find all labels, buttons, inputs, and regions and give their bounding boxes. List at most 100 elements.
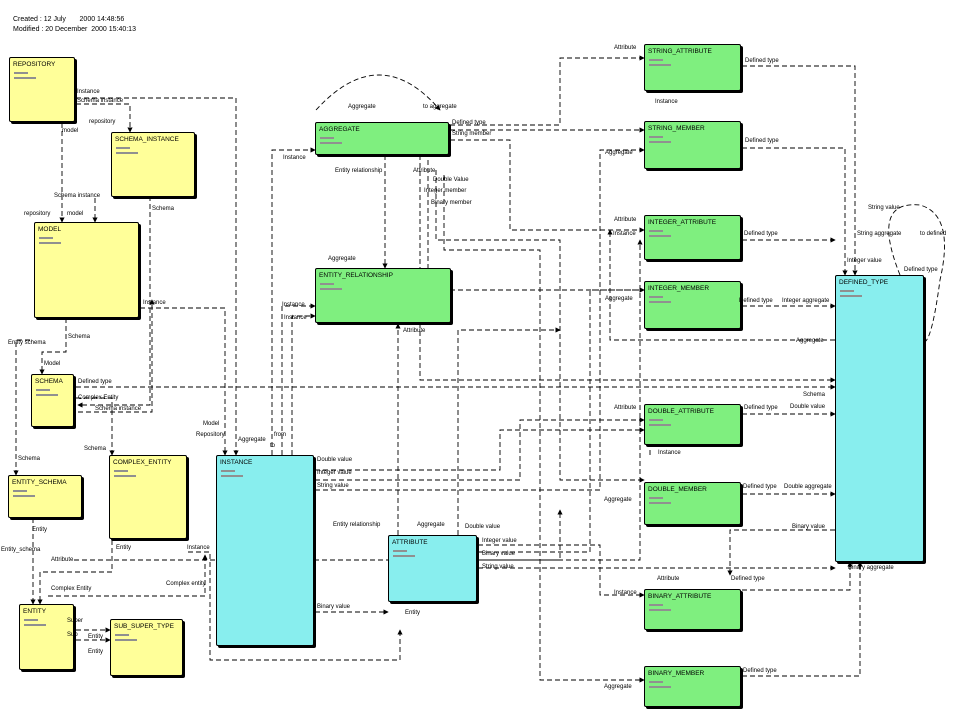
entity-box-defined-type[interactable]: DEFINED_TYPE (835, 275, 924, 562)
entity-box-sub-super-type[interactable]: SUB_SUPER_TYPE (110, 619, 183, 676)
relation-label: Schema instance (54, 193, 101, 199)
relation-label: Sup (67, 632, 78, 638)
relation-label: String value (868, 205, 900, 211)
relation-label: Entity (88, 649, 104, 655)
entity-title: SUB_SUPER_TYPE (114, 623, 174, 630)
relation-label: Aggregate (605, 150, 633, 156)
relation-label: Aggregate (238, 437, 266, 443)
entity-title: REPOSITORY (13, 61, 56, 68)
relation-label: Schema (803, 392, 826, 398)
entity-title: BINARY_MEMBER (648, 670, 705, 677)
entity-title: ENTITY (23, 608, 47, 615)
relation-label: Binary value (792, 524, 826, 530)
entity-box-attribute[interactable]: ATTRIBUTE (388, 535, 477, 602)
entity-title: MODEL (38, 226, 62, 233)
relation-label: repository (89, 119, 116, 125)
relation-label: Entity (405, 610, 421, 616)
relation-label: Defined type (745, 138, 779, 144)
relation-label: Schema instance (95, 406, 142, 412)
entity-box-double-member[interactable]: DOUBLE_MEMBER (644, 482, 741, 525)
relation-label: Entity schema (8, 340, 46, 346)
relation-label: Double value (790, 404, 826, 410)
relation-label: Model (44, 361, 61, 367)
relation-label: Schema (68, 334, 91, 340)
relation-label: Repository (196, 432, 225, 438)
relation-label: Double value (465, 524, 501, 530)
entity-title: ATTRIBUTE (392, 539, 428, 546)
relation-label: Instance (613, 231, 636, 237)
relation-label: Defined type (743, 484, 777, 490)
relation-label: Defined type (452, 120, 486, 126)
relation-label: Aggregate (417, 522, 445, 528)
entity-box-entity[interactable]: ENTITY (19, 604, 74, 670)
relation-label: Defined type (904, 267, 938, 273)
entity-title: DOUBLE_MEMBER (648, 486, 707, 493)
relation-label: Entity relationship (335, 168, 383, 174)
entity-box-aggregate[interactable]: AGGREGATE (315, 122, 449, 155)
relation-label: Integer value (317, 470, 352, 476)
entity-box-schema[interactable]: SCHEMA (31, 374, 74, 427)
relation-label: repository (24, 211, 51, 217)
entity-box-string-member[interactable]: STRING_MEMBER (644, 121, 741, 169)
relation-label: Instance (614, 590, 637, 596)
relation-label: Complex Entity (51, 586, 92, 592)
entity-box-instance[interactable]: INSTANCE (216, 455, 314, 646)
relation-label: Defined type (78, 379, 112, 385)
relation-label: Binary value (317, 604, 351, 610)
entity-box-complex-entity[interactable]: COMPLEX_ENTITY (109, 455, 187, 539)
entity-box-double-attribute[interactable]: DOUBLE_ATTRIBUTE (644, 404, 741, 445)
relation-label: Binary value (482, 551, 516, 557)
relation-label: Instance (283, 155, 306, 161)
relation-label: from (274, 432, 286, 438)
entity-box-schema-instance[interactable]: SCHEMA_INSTANCE (111, 132, 195, 197)
entity-box-binary-member[interactable]: BINARY_MEMBER (644, 666, 741, 707)
relation-label: Schema instance (77, 98, 124, 104)
entity-box-string-attribute[interactable]: STRING_ATTRIBUTE (644, 44, 741, 91)
relation-label: Defined type (739, 298, 773, 304)
relation-label: Binary aggregate (848, 565, 894, 571)
entity-box-repository[interactable]: REPOSITORY (9, 57, 75, 122)
relation-label: to aggregate (423, 104, 457, 110)
relation-label: Attribute (657, 576, 680, 582)
relation-label: Aggregate (604, 497, 632, 503)
relation-label: Double Value (433, 177, 469, 183)
relation-label: Aggregate (328, 256, 356, 262)
entity-title: ENTITY_SCHEMA (12, 479, 67, 486)
relation-label: Attribute (614, 405, 637, 411)
relation-label: Entity (32, 527, 48, 533)
relation-label: Entity (116, 545, 132, 551)
entity-box-binary-attribute[interactable]: BINARY_ATTRIBUTE (644, 589, 741, 630)
relation-label: model (67, 211, 84, 217)
entity-box-entity-schema[interactable]: ENTITY_SCHEMA (8, 475, 82, 518)
relation-label: Schema (84, 446, 107, 452)
entity-box-integer-member[interactable]: INTEGER_MEMBER (644, 281, 741, 329)
entity-box-entity-relationship[interactable]: ENTITY_RELATIONSHIP (315, 268, 451, 323)
relation-label: Defined type (743, 668, 777, 674)
relation-label: Integer value (847, 258, 882, 264)
modified-timestamp: Modified : 20 December 2000 15:40:13 (13, 26, 136, 33)
entity-title: DOUBLE_ATTRIBUTE (648, 408, 714, 415)
relation-label: Defined type (744, 405, 778, 411)
relation-label: model (62, 128, 79, 134)
relation-label: String value (317, 483, 349, 489)
relation-label: Attribute (403, 328, 426, 334)
entity-box-model[interactable]: MODEL (34, 222, 139, 318)
relation-label: String value (482, 564, 514, 570)
relation-label: Schema (18, 456, 41, 462)
relation-label: Complex entity (166, 581, 206, 587)
relation-label: Schema (152, 206, 175, 212)
relation-label: Defined type (745, 58, 779, 64)
relation-label: Super (67, 618, 84, 624)
relation-label: Integer member (424, 188, 467, 194)
relation-label: Instance (282, 302, 305, 308)
entity-title: DEFINED_TYPE (839, 279, 889, 286)
relation-label: Aggregate (796, 338, 824, 344)
relation-label: Double aggregate (784, 484, 832, 490)
relation-label: Instance (655, 99, 678, 105)
entity-box-integer-attribute[interactable]: INTEGER_ATTRIBUTE (644, 215, 741, 260)
relation-label: Model (203, 421, 220, 427)
relation-label: String aggregate (857, 231, 902, 237)
relation-label: Attribute (51, 557, 74, 563)
relation-label: Defined type (744, 231, 778, 237)
